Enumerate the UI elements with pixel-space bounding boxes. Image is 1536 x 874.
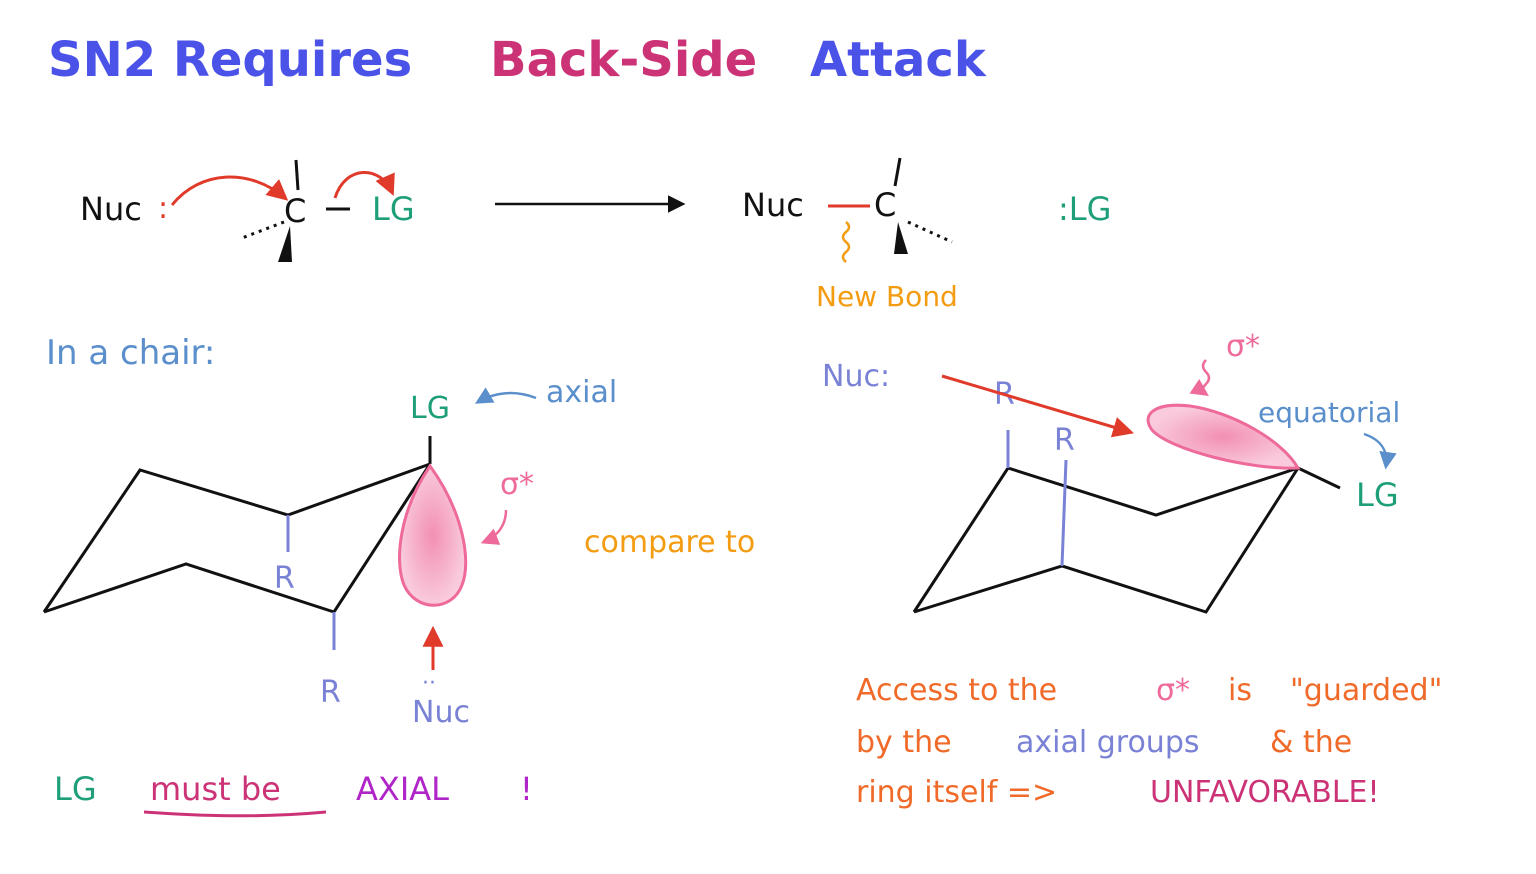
product-carbon-label: C [874,186,896,224]
reactant-nuc-colon: : [158,191,168,226]
product-lg-label: :LG [1058,190,1111,228]
title-part-2: Back-Side [490,32,757,88]
conclusion-exclaim: ! [520,770,533,808]
conclusion-line2-c: & the [1270,725,1352,760]
right-sigma-star-lobe [1146,403,1301,470]
chair-heading: In a chair: [46,333,215,373]
reactant-group: Nuc : C LG [80,159,415,262]
title-part-3: Attack [810,32,987,88]
conclusion-line1-sigma: σ* [1156,673,1190,708]
left-chair-top-edge [42,462,431,613]
left-sigma-pointer-arrow [480,509,508,545]
compare-label: compare to [584,525,755,560]
conclusion-line1-a: Access to the [856,673,1057,708]
product-top-bond [893,157,902,187]
reactant-top-bond [294,159,300,191]
new-bond-squiggle [841,221,851,263]
left-lg-label: LG [410,391,450,426]
reactant-nuc-label: Nuc [80,190,142,228]
right-lg-label: LG [1356,476,1399,514]
right-equatorial-lg-bond [1297,466,1341,490]
product-dash-bond [907,220,953,244]
right-nuc-attack-arrow [941,374,1135,438]
left-chair-structure: R R [42,436,432,710]
right-axial-r-bond-2 [1060,459,1068,567]
equatorial-label: equatorial [1258,396,1400,429]
left-chair-bottom-edge [43,463,432,614]
new-bond-label: New Bond [816,280,958,313]
conclusion-right: Access to the σ* is "guarded" by the axi… [856,673,1442,810]
conclusion-line3-b: UNFAVORABLE! [1150,775,1380,810]
product-wedge-bond [894,222,908,254]
conclusion-lg: LG [54,770,97,808]
conclusion-line1-c: "guarded" [1290,673,1442,708]
leaving-group-arrow [333,171,395,199]
right-chair-structure: R R [912,377,1341,614]
right-nuc-label: Nuc: [822,359,890,394]
axial-pointer-arrow [474,387,537,404]
conclusion-axial: AXIAL [356,770,449,808]
left-sigma-star-lobe [398,463,468,607]
left-sigma-star-label: σ* [500,467,534,502]
must-be-underline [143,810,327,818]
conclusion-line3-a: ring itself => [856,775,1057,810]
reactant-dash-bond [241,220,285,240]
right-chair-bottom-edge [913,467,1300,614]
product-nuc-label: Nuc [742,186,804,224]
conclusion-line2-b: axial groups [1016,725,1200,760]
right-r-label-2: R [1054,423,1075,458]
left-nuc-label: Nuc [412,695,470,730]
conclusion-must-be: must be [150,770,281,808]
reactant-wedge-bond [278,226,292,262]
conclusion-line1-b: is [1228,673,1252,708]
left-r-label-2: R [320,675,341,710]
right-chair-top-edge [912,466,1299,613]
title-part-1: SN2 Requires [48,32,412,88]
axial-label: axial [546,375,617,410]
right-sigma-pointer-arrow [1189,359,1211,396]
conclusion-line2-a: by the [856,725,952,760]
equatorial-pointer-arrow [1363,432,1397,470]
right-sigma-star-label: σ* [1226,329,1260,364]
left-r-label-1: R [274,561,295,596]
nucleophile-attack-arrow [170,175,289,206]
conclusion-left: LG must be AXIAL ! [54,770,533,818]
reactant-lg-label: LG [372,190,415,228]
reactant-carbon-label: C [284,192,306,230]
left-nuc-lone-pair: ·· [422,671,436,696]
product-group: Nuc C New Bond :LG [742,157,1111,313]
